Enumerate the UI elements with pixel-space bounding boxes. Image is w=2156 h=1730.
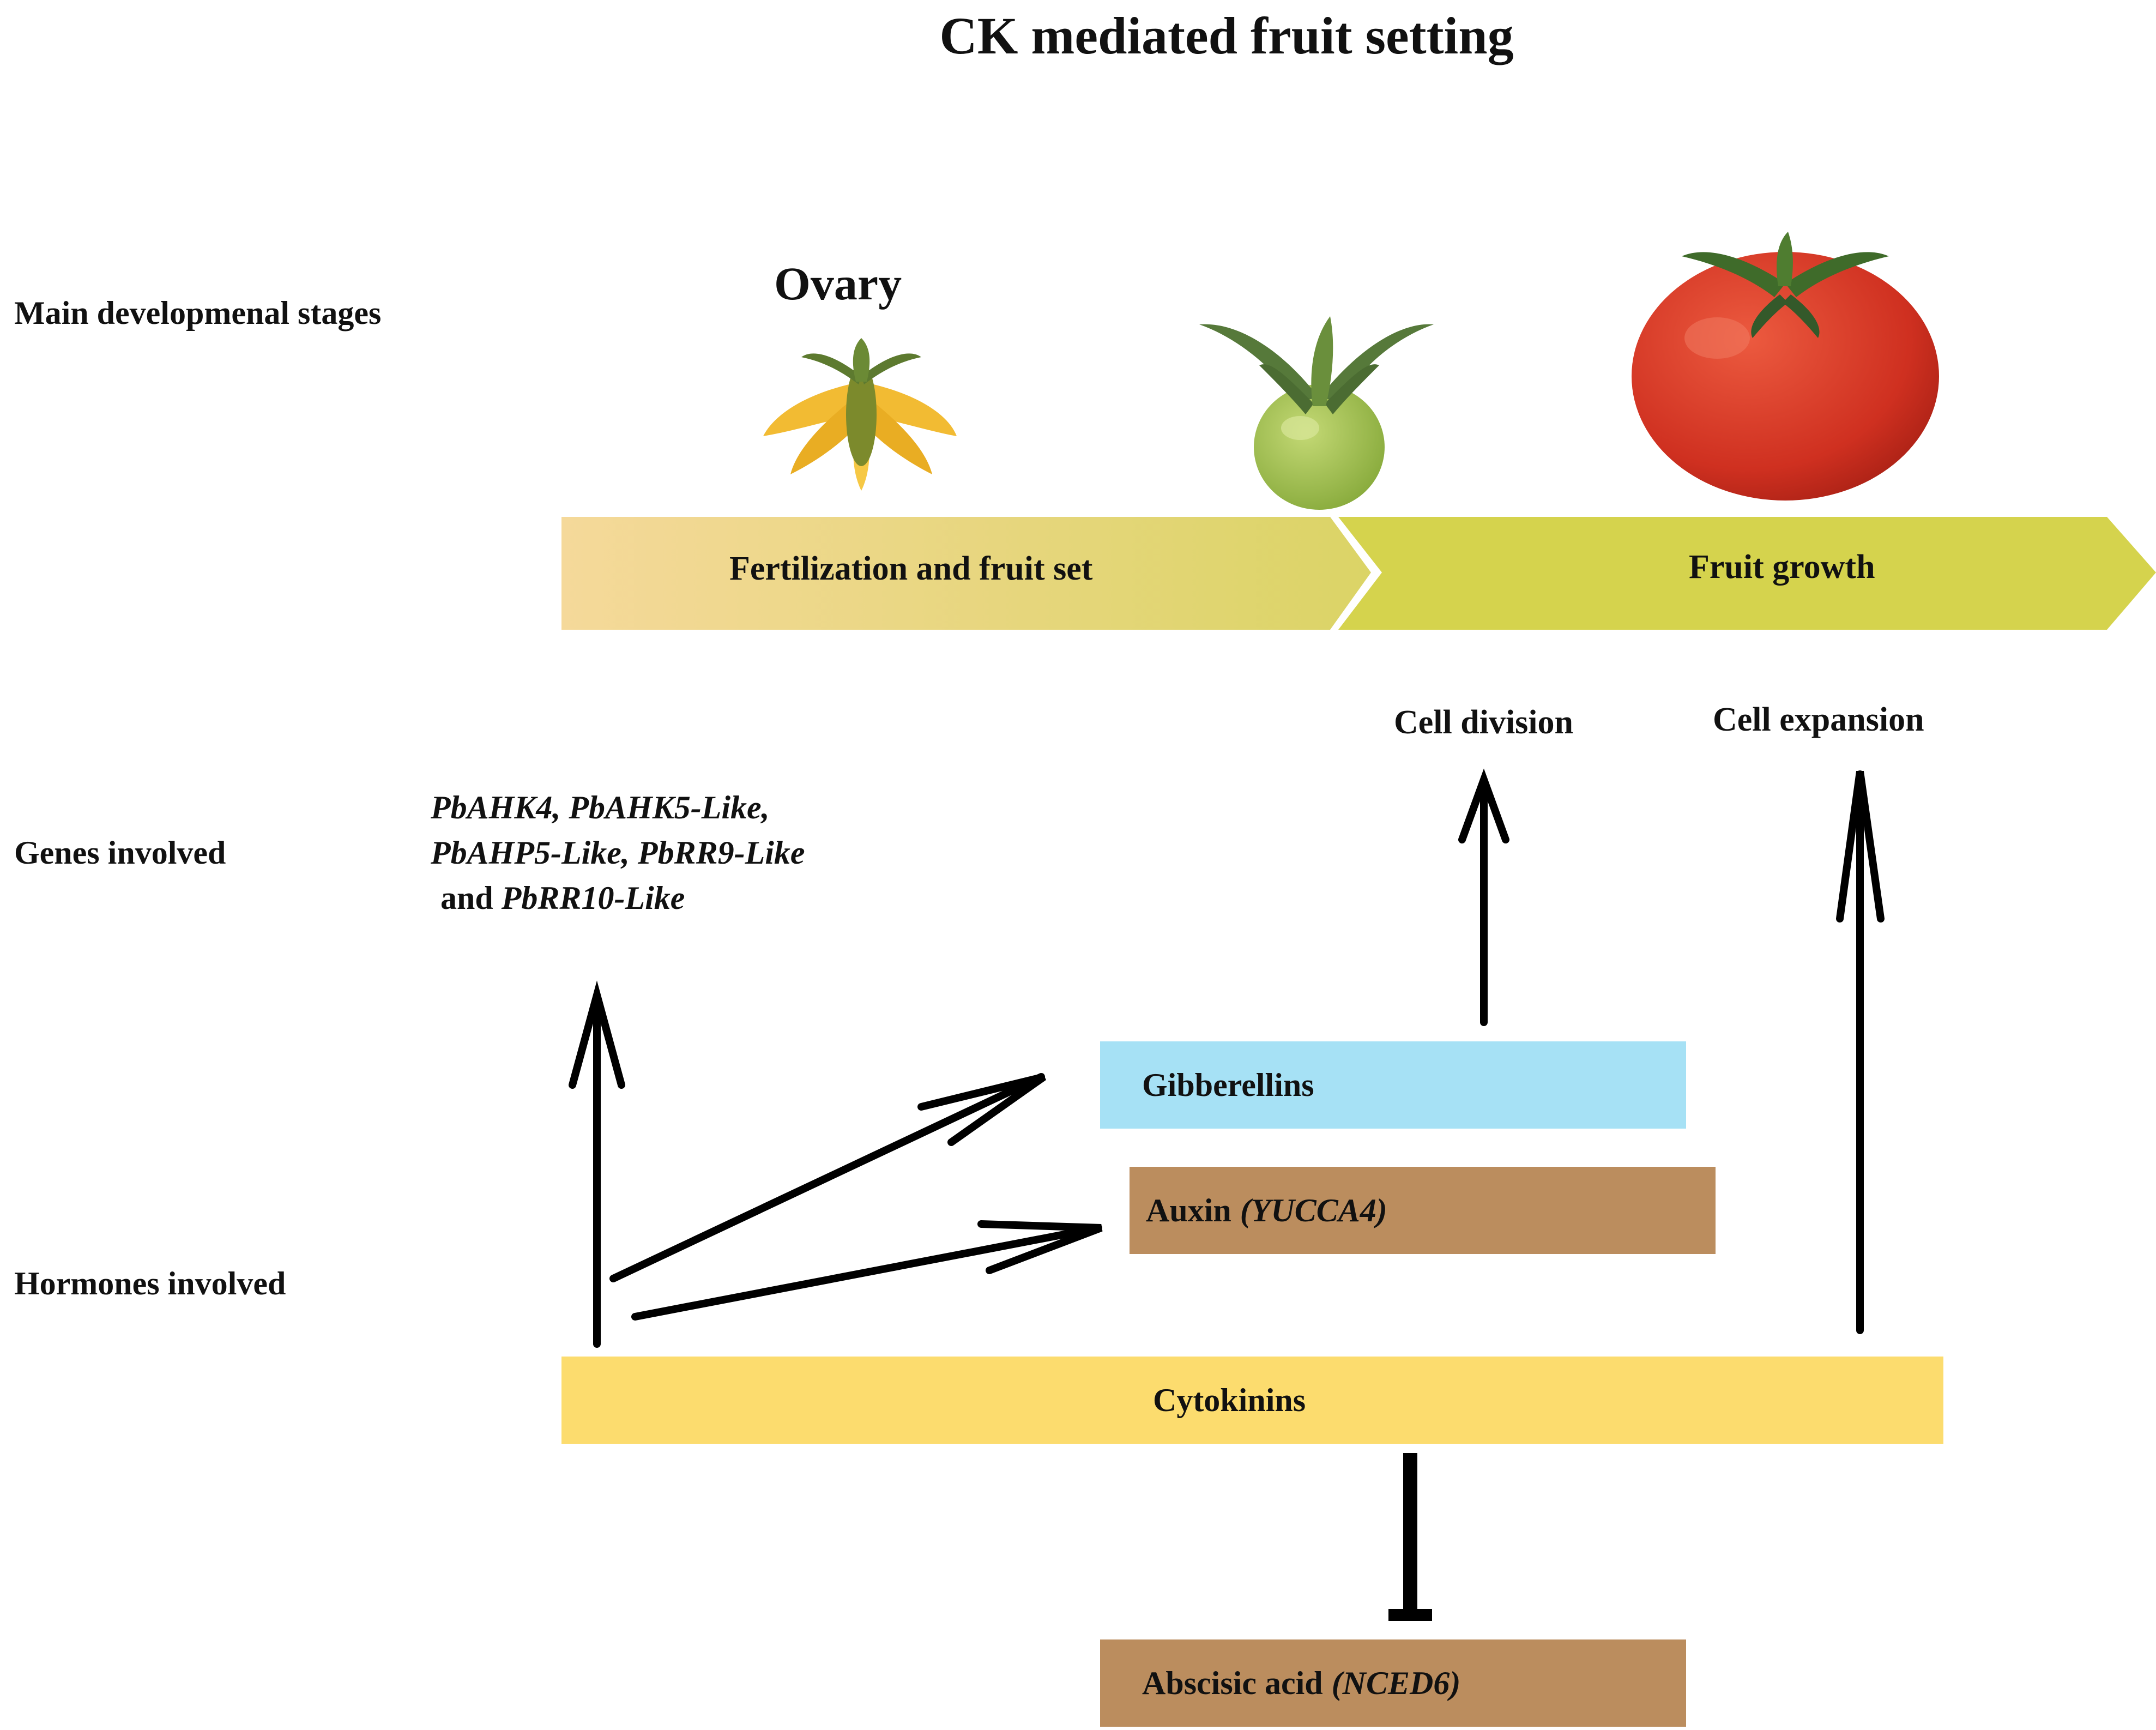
cytokinins-text: Cytokinins [1153,1382,1306,1418]
auxin-box [1130,1167,1716,1254]
page-title: CK mediated fruit setting [939,7,1514,65]
aba-box [1100,1639,1686,1727]
stage1-label: Fertilization and fruit set [729,550,1093,587]
stage2-arrow [1338,517,2156,630]
ovary-label: Ovary [774,257,902,310]
row-label-stages: Main developmenal stages [14,295,382,331]
arrow-to-cell-expansion-head [1836,771,1885,923]
arrow-to-auxin-head [977,1220,1103,1274]
auxin-label: Auxin (YUCCA4) [1146,1167,1387,1254]
row-label-genes: Genes involved [14,835,226,871]
genes-list: PbAHK4, PbAHK5-Like, PbAHP5-Like, PbRR9-… [431,785,805,921]
arrow-to-cell-division-head [1458,768,1509,843]
gibberellins-text: Gibberellins [1142,1066,1314,1103]
aba-label: Abscisic acid (NCED6) [1142,1639,1460,1727]
arrow-to-gibberellins-head [917,1073,1047,1146]
cell-expansion-label: Cell expansion [1713,701,1924,738]
gibberellins-box [1100,1041,1686,1129]
arrow-to-genes-head [569,980,625,1089]
cell-division-label: Cell division [1394,704,1574,741]
aba-text: Abscisic acid [1142,1665,1323,1701]
row-label-hormones: Hormones involved [14,1265,286,1301]
cytokinins-box [561,1357,1943,1444]
gibberellins-label: Gibberellins [1142,1041,1314,1129]
genes-line-1: PbAHK4, PbAHK5-Like, [431,789,770,825]
cytokinins-label: Cytokinins [1153,1357,1306,1444]
genes-and: and [440,880,493,916]
green-tomato-icon [1199,316,1434,510]
stage2-label: Fruit growth [1689,548,1875,586]
genes-line-3: PbRR10-Like [501,880,685,916]
auxin-gene-text: (YUCCA4) [1240,1192,1387,1228]
stage1-arrow [561,517,1371,630]
auxin-text: Auxin [1146,1192,1231,1228]
arrow-to-auxin [631,1224,1102,1321]
aba-gene-text: (NCED6) [1331,1665,1461,1701]
flower-ovary-icon [763,338,957,491]
genes-line-2: PbAHP5-Like, PbRR9-Like [431,835,805,871]
arrow-to-gibberellins [609,1073,1045,1282]
red-tomato-icon [1632,232,1939,501]
